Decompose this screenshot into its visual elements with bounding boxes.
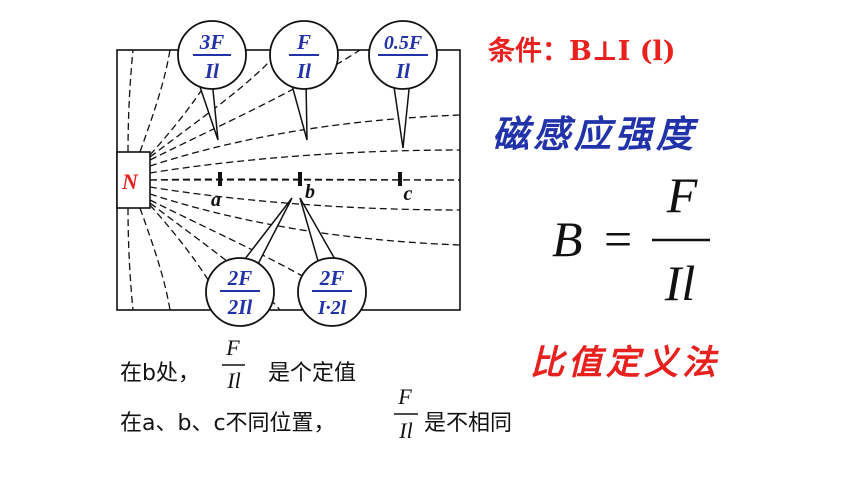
top-bubble-3: 0.5F Il — [368, 20, 438, 149]
condition-text: 条件：B⊥I (l) — [488, 36, 676, 67]
top-bubble-2: F Il — [269, 20, 339, 141]
explain-line-2: 在a、b、c不同位置， F Il 是不相同 — [120, 384, 512, 443]
bottom-bubble-2-den: I·2l — [317, 297, 347, 319]
formula-num: F — [666, 167, 698, 223]
method-text: 比值定义法 — [530, 343, 720, 383]
wire-c — [398, 172, 402, 186]
bottom-bubble-2-num: 2F — [319, 266, 345, 290]
main-formula: B = F Il — [552, 167, 710, 311]
bottom-bubble-1: 2F 2Il — [205, 197, 293, 327]
line1-prefix: 在b处， — [120, 361, 200, 386]
point-label-c: c — [404, 183, 413, 205]
top-bubble-1: 3F Il — [177, 20, 247, 141]
line1-frac-num: F — [225, 335, 240, 360]
concept-title: 磁感应强度 — [492, 112, 699, 156]
line2-frac-den: Il — [398, 418, 412, 443]
top-bubble-3-num: 0.5F — [384, 32, 423, 54]
magnet-label: N — [121, 169, 139, 194]
bottom-bubble-2: 2F I·2l — [297, 197, 367, 327]
bottom-bubble-1-den: 2Il — [227, 295, 253, 319]
line2-suffix: 是不相同 — [424, 411, 512, 436]
explain-line-1: 在b处， F Il 是个定值 — [120, 335, 356, 393]
point-label-b: b — [305, 181, 315, 203]
top-bubble-2-num: F — [296, 30, 311, 54]
top-bubble-2-den: Il — [296, 59, 311, 83]
line2-frac-num: F — [397, 384, 412, 409]
wire-a — [218, 172, 222, 186]
top-bubble-1-den: Il — [204, 59, 219, 83]
line1-frac-den: Il — [226, 368, 240, 393]
point-label-a: a — [211, 189, 221, 211]
wire-b — [298, 172, 302, 186]
line2-prefix: 在a、b、c不同位置， — [120, 411, 336, 436]
formula-lhs: B — [552, 211, 583, 267]
bottom-bubble-1-num: 2F — [227, 266, 253, 290]
top-bubble-1-num: 3F — [199, 30, 225, 54]
formula-eq: = — [604, 211, 632, 267]
formula-den: Il — [664, 255, 696, 311]
line1-suffix: 是个定值 — [268, 361, 356, 386]
top-bubble-3-den: Il — [395, 59, 410, 83]
